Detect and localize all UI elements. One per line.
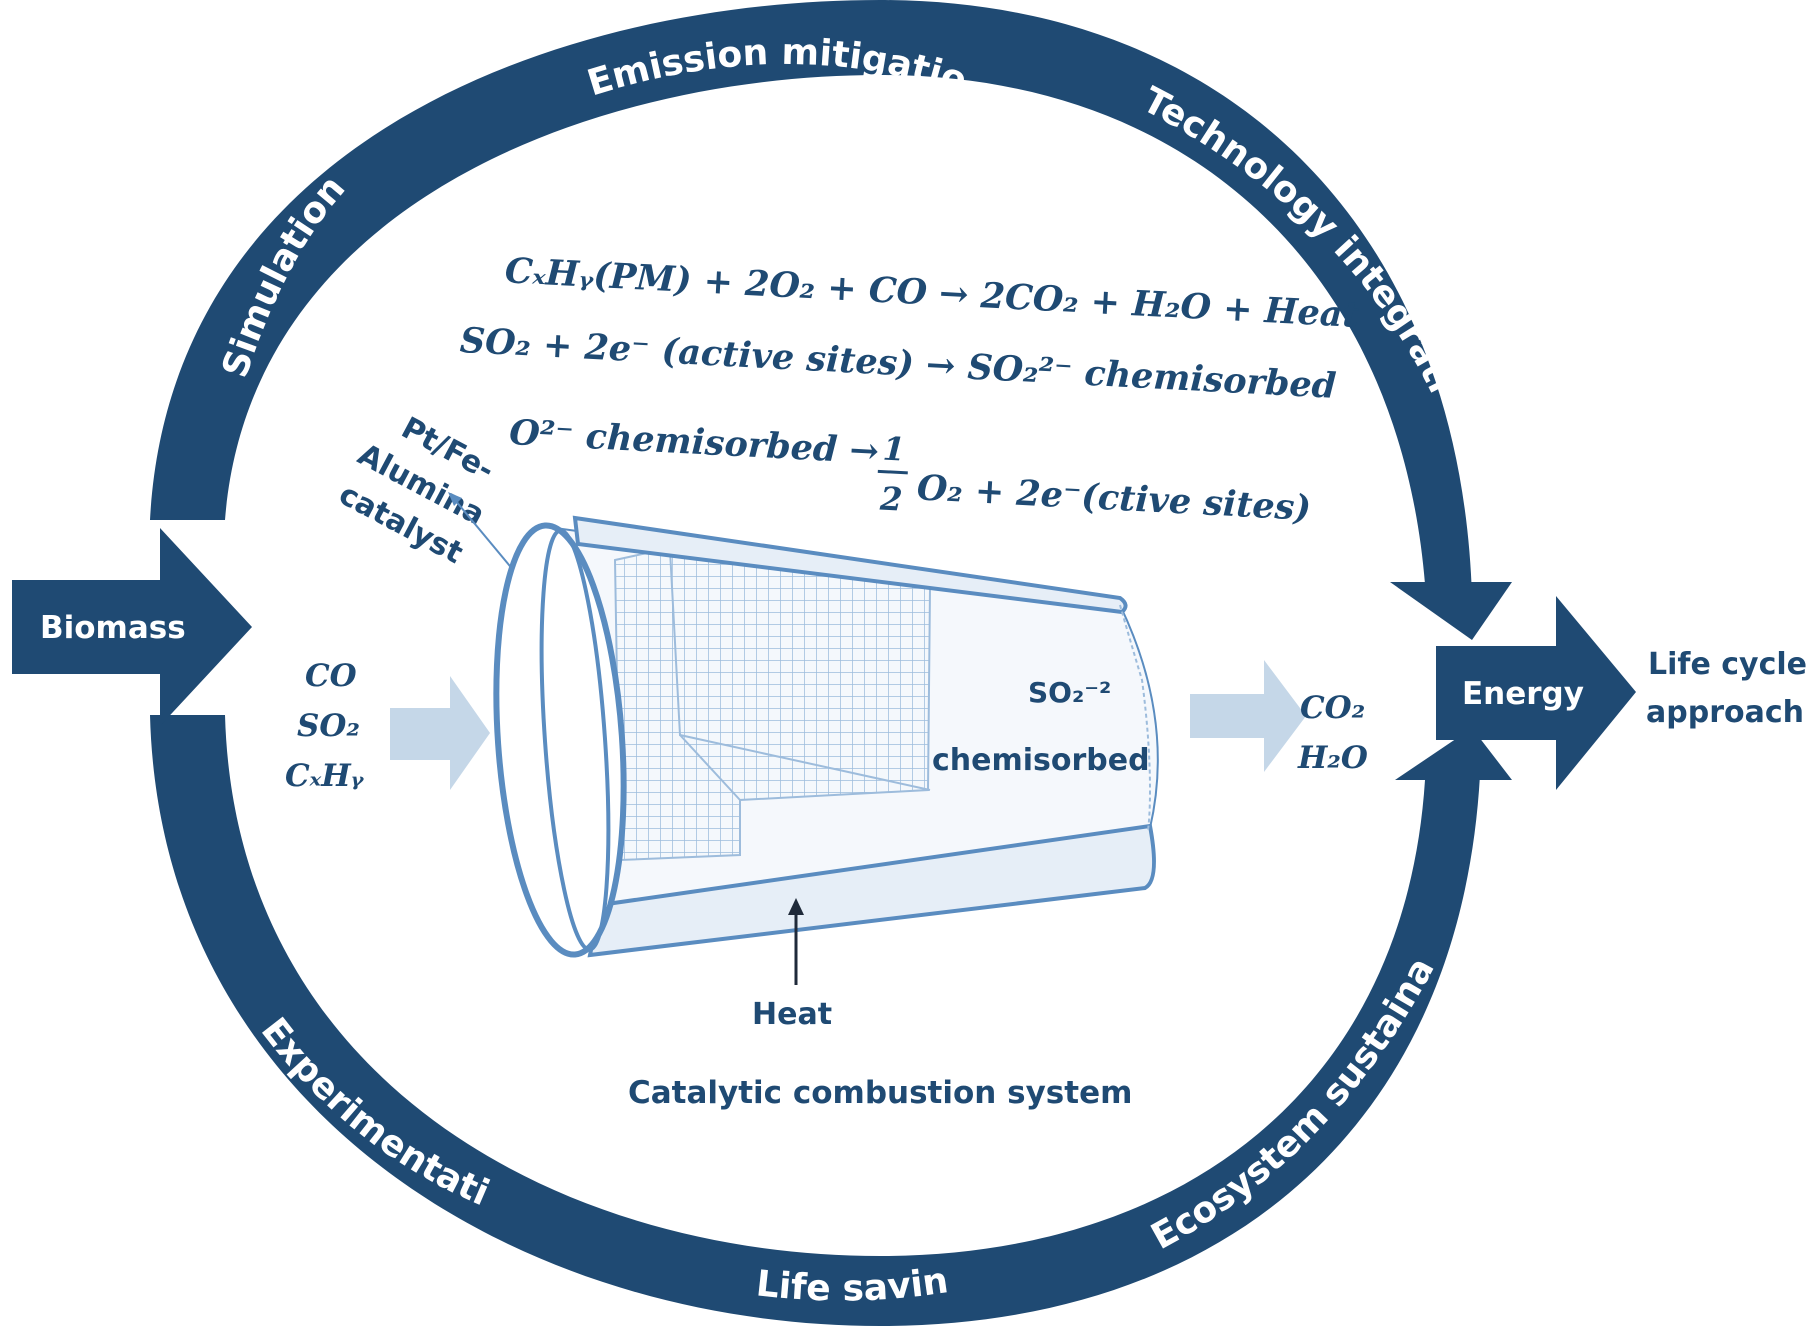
chemisorbed-label: chemisorbed <box>932 743 1150 778</box>
catalytic-cylinder <box>493 515 1159 958</box>
energy-label: Energy <box>1462 676 1584 712</box>
heat-arrow-head <box>788 898 804 915</box>
inlet-arrow <box>390 676 490 790</box>
inlet-gas-so2: SO₂ <box>297 708 360 744</box>
outlet-gas-co2: CO₂ <box>1300 690 1365 726</box>
equation-1: CₓHᵧ(PM) + 2O₂ + CO → 2CO₂ + H₂O + Heat <box>504 250 1360 336</box>
cycle-band-top <box>150 0 1472 596</box>
system-label: Catalytic combustion system <box>628 1075 1132 1111</box>
equation-3-left: O²⁻ chemisorbed → <box>508 412 880 472</box>
energy-arrow <box>1436 596 1636 790</box>
fraction-bar <box>877 469 908 475</box>
cycle-arrowhead-top <box>1390 582 1512 640</box>
svg-text:CₓHᵧ(PM) + 2O₂ + CO → 2: CₓHᵧ(PM) + 2O₂ + CO → 2CO₂ + H₂O + Heat <box>504 250 1360 336</box>
inlet-gas-co: CO <box>305 658 357 694</box>
cycle-arrowhead-bottom <box>1395 728 1512 780</box>
catalyst-label: Pt/Fe- Alumina catalyst <box>333 411 500 572</box>
life-cycle-line2: approach <box>1646 695 1804 730</box>
equation-3-right: O₂ + 2e⁻(ctive sites) <box>916 467 1312 529</box>
equation-3: O²⁻ chemisorbed → 1 2 O₂ + 2e⁻(ctive sit… <box>508 412 1312 529</box>
equation-1-right: 2CO₂ + H₂O + Heat <box>979 275 1360 336</box>
svg-text:SO₂ + 2e⁻ (active sites) → SO₂: SO₂ + 2e⁻ (active sites) → SO₂²⁻ chemiso… <box>459 320 1337 407</box>
biomass-label: Biomass <box>40 610 186 646</box>
equation-2: SO₂ + 2e⁻ (active sites) → SO₂²⁻ chemiso… <box>459 320 1337 407</box>
fraction-numerator: 1 <box>882 430 906 469</box>
outlet-gas-h2o: H₂O <box>1297 740 1368 776</box>
chemisorbed-species: SO₂⁻² <box>1028 676 1111 709</box>
biomass-arrow <box>12 528 252 726</box>
inlet-gas-cxhy: CₓHᵧ <box>285 758 365 794</box>
catalyst-pointer-head <box>448 492 462 506</box>
outlet-arrow <box>1190 660 1306 772</box>
fraction-denominator: 2 <box>878 479 903 518</box>
cycle-band-bottom <box>150 715 1480 1326</box>
equation-1-left: CₓHᵧ(PM) + 2O₂ + CO → <box>504 250 982 316</box>
heat-label: Heat <box>752 997 832 1032</box>
life-cycle-line1: Life cycle <box>1648 647 1806 682</box>
